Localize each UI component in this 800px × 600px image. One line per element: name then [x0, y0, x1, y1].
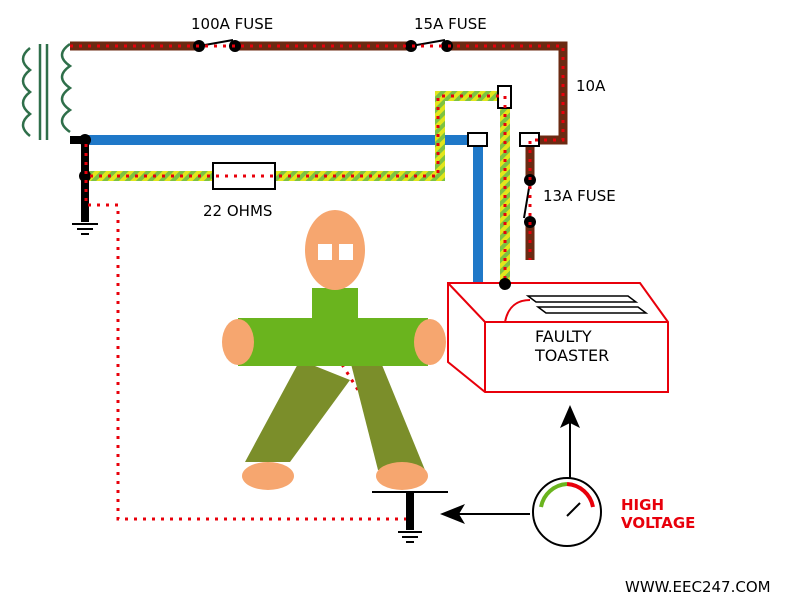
- fuse-15a-label: 15A FUSE: [414, 15, 487, 33]
- website-label: WWW.EEC247.COM: [625, 578, 771, 596]
- toaster-label-line2: TOASTER: [534, 346, 609, 365]
- transformer-icon: [21, 42, 73, 140]
- high-voltage-label-line2: VOLTAGE: [621, 514, 695, 532]
- earth-ground-icon: [72, 223, 98, 235]
- fuse-15a-icon: [405, 39, 453, 52]
- voltage-meter-icon: [532, 477, 602, 547]
- high-voltage-label-line1: HIGH: [621, 496, 664, 514]
- fuse-13a-label: 13A FUSE: [543, 187, 616, 205]
- rating-10a-label: 10A: [576, 77, 606, 95]
- toaster-icon: [447, 278, 669, 393]
- fuse-100a-label: 100A FUSE: [191, 15, 273, 33]
- person-figure: [222, 210, 446, 490]
- socket-terminals: [467, 85, 540, 147]
- toaster-label-line1: FAULTY: [535, 327, 592, 346]
- arrow-left-icon: [440, 504, 530, 524]
- transformer-lead: [70, 134, 91, 222]
- neutral-wire: [85, 135, 483, 300]
- fuse-13a-icon: [522, 174, 538, 228]
- arrow-up-icon: [560, 405, 580, 478]
- earth-wire: [85, 91, 510, 285]
- resistor-label: 22 OHMS: [203, 202, 272, 220]
- ground-rod-icon: [372, 491, 448, 543]
